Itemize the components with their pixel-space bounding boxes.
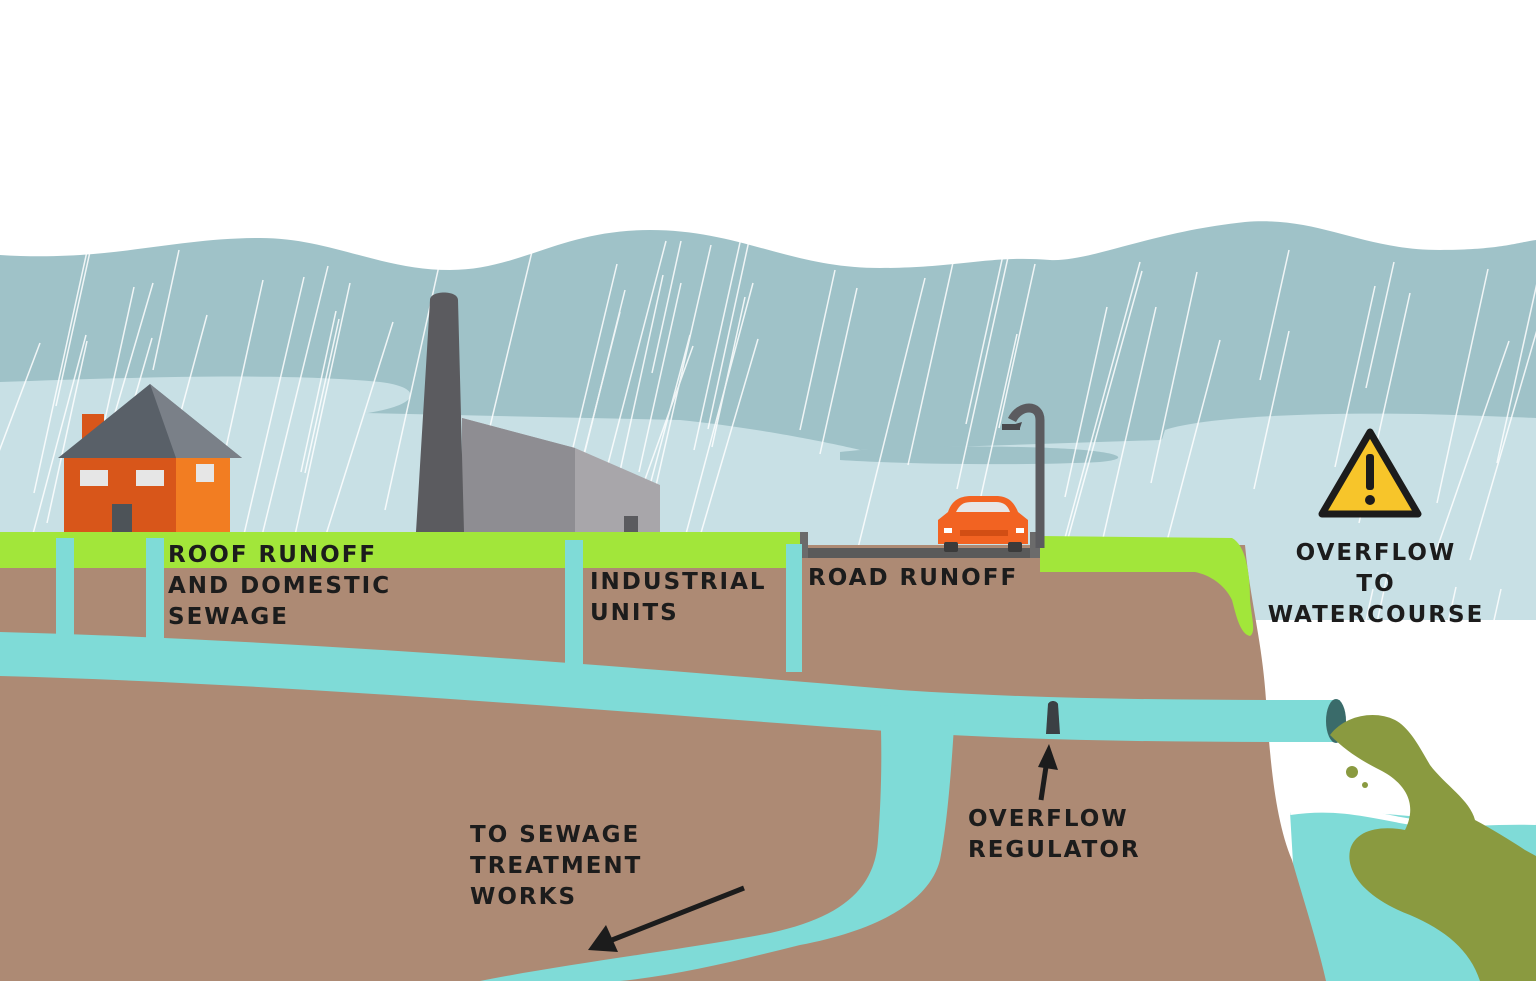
sewage-treatment-line-2: TREATMENT (470, 853, 643, 879)
overflow-regulator-line-2: REGULATOR (968, 837, 1141, 863)
rain-streak (152, 249, 180, 371)
treatment-works-pipe (480, 705, 955, 981)
rain-streak (976, 333, 1018, 515)
rain-streak (907, 239, 959, 466)
rain-streak (1253, 330, 1290, 490)
mist-patch-right (1160, 413, 1536, 446)
roof-runoff-line-3: SEWAGE (168, 604, 290, 630)
rain-streak (1494, 655, 1524, 784)
water-ripple (1289, 806, 1536, 827)
rain-streak (819, 287, 858, 455)
rain-streak (693, 237, 742, 451)
overflow-watercourse-line-3: WATERCOURSE (1267, 602, 1485, 628)
rain-streak (678, 282, 754, 561)
rain (0, 232, 1536, 811)
rain-streak (1394, 609, 1414, 694)
roof-runoff-label: ROOF RUNOFF AND DOMESTIC SEWAGE (168, 540, 391, 633)
overflow-to-watercourse-label: OVERFLOW TO WATERCOURSE (1266, 538, 1486, 631)
industrial-units-line-1: INDUSTRIAL (590, 569, 767, 595)
rain-streak (1469, 330, 1536, 561)
rain-streak (956, 238, 1013, 490)
sewage-treatment-line-1: TO SEWAGE (470, 822, 641, 848)
rain-streak (1161, 339, 1221, 561)
road-runoff-line-1: ROAD RUNOFF (808, 565, 1019, 591)
rain-streak (300, 310, 337, 473)
street-lamp-icon (1002, 403, 1045, 548)
rain-streak (384, 233, 447, 511)
sewage-treatment-label: TO SEWAGE TREATMENT WORKS (470, 820, 642, 913)
rain-streak (1259, 249, 1290, 381)
rain-streak (1061, 270, 1143, 561)
factory-icon (416, 292, 660, 532)
rain-streak (255, 265, 329, 561)
sewage-drop-2 (1362, 782, 1368, 788)
sewage-discharge (1330, 715, 1536, 981)
overflow-watercourse-line-2: TO (1356, 571, 1396, 597)
rain-streak (651, 240, 682, 374)
rain-streak (1524, 710, 1536, 764)
treatment-works-arrow (588, 885, 745, 952)
downpipe-industrial (565, 540, 583, 664)
sewage-drop-3 (1417, 757, 1423, 763)
rain-streak (33, 232, 92, 494)
rain-streak (1365, 261, 1395, 389)
rain-streak (799, 269, 836, 431)
downpipe-house-right (146, 538, 164, 640)
rain-streak (638, 282, 682, 473)
overflow-regulator-weir (1046, 701, 1060, 734)
downpipe-house-left (56, 538, 74, 636)
rain-streak (304, 318, 340, 474)
sewage-drop (1346, 766, 1358, 778)
grass-right (1040, 536, 1254, 636)
rain-streak (692, 338, 759, 561)
rain-streak (1097, 306, 1157, 561)
roof-runoff-line-2: AND DOMESTIC (168, 573, 392, 599)
overflow-regulator-arrow (1038, 744, 1058, 801)
overflow-regulator-label: OVERFLOW REGULATOR (968, 804, 1141, 866)
rain-streak (0, 342, 41, 451)
industrial-units-label: INDUSTRIAL UNITS (590, 567, 767, 629)
rain-streak (1496, 284, 1536, 464)
rain-streak (1473, 588, 1502, 711)
rain-streak (294, 282, 351, 536)
rain-streak (965, 245, 1006, 425)
rain-streak (46, 340, 88, 524)
road-surface (808, 548, 1030, 558)
downpipe-road (786, 544, 802, 672)
rain-streak (25, 334, 87, 561)
overflow-watercourse-line-1: OVERFLOW (1295, 540, 1457, 566)
road-runoff-label: ROAD RUNOFF (808, 563, 1018, 594)
rain-streak (1436, 268, 1489, 504)
roof-runoff-line-1: ROOF RUNOFF (168, 542, 378, 568)
rain-streak (55, 237, 94, 407)
rain-streak (1519, 647, 1536, 727)
rain-streak (1064, 306, 1108, 498)
rain-streak (317, 321, 394, 561)
rain-streak (707, 235, 751, 430)
rain-streak (1334, 285, 1376, 468)
main-sewer-pipe (0, 632, 1340, 742)
rain-streak (854, 277, 926, 561)
sewage-treatment-line-3: WORKS (470, 884, 578, 910)
rain-streak (998, 263, 1036, 429)
rain-streak (1058, 261, 1141, 561)
rain-streak (1432, 340, 1510, 561)
car-icon (938, 496, 1028, 552)
warning-triangle-icon (1318, 428, 1422, 518)
house-icon (58, 384, 242, 532)
rain-streak (1432, 586, 1457, 692)
industrial-units-line-2: UNITS (590, 600, 679, 626)
grass (0, 532, 800, 568)
rain-streak (237, 276, 305, 561)
rain-streak (1150, 271, 1198, 484)
overflow-regulator-line-1: OVERFLOW (968, 806, 1129, 832)
